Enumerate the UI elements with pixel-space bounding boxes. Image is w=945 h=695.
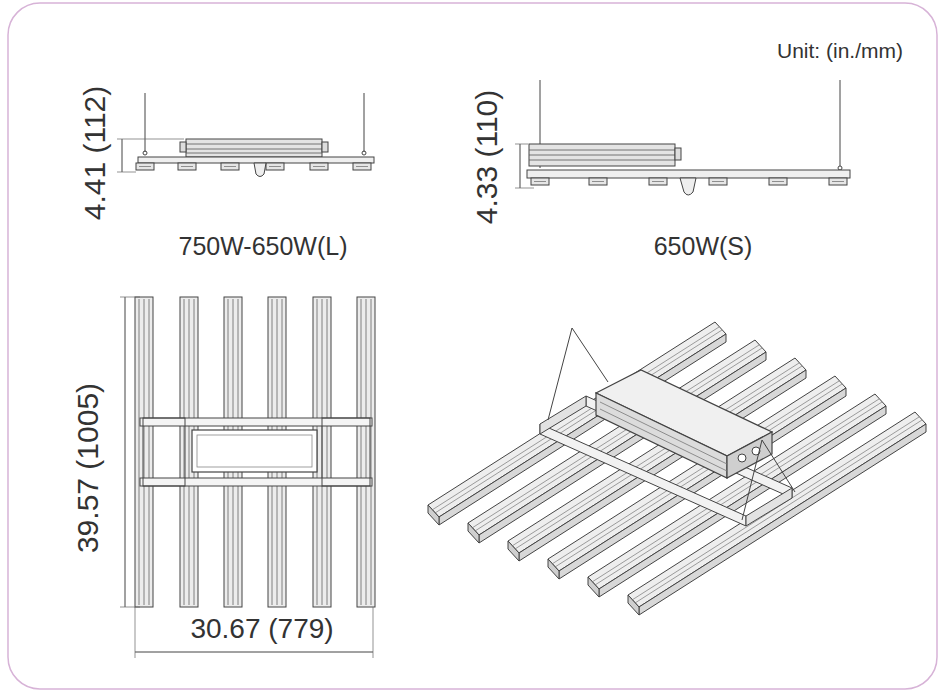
side-view-small — [515, 80, 850, 195]
dimension-label: 4.41 (112) — [80, 86, 110, 221]
view-caption: 650W(S) — [654, 234, 753, 259]
view-caption: 750W-650W(L) — [178, 234, 347, 259]
unit-note: Unit: (in./mm) — [777, 40, 903, 61]
side-view-large — [117, 93, 374, 177]
dimension-label: 30.67 (779) — [190, 615, 333, 643]
dimension-label: 4.33 (110) — [472, 90, 502, 225]
sheet-border — [8, 3, 937, 689]
isometric-view — [428, 322, 926, 615]
dimension-label: 39.57 (1005) — [73, 383, 103, 553]
top-view — [120, 297, 375, 658]
